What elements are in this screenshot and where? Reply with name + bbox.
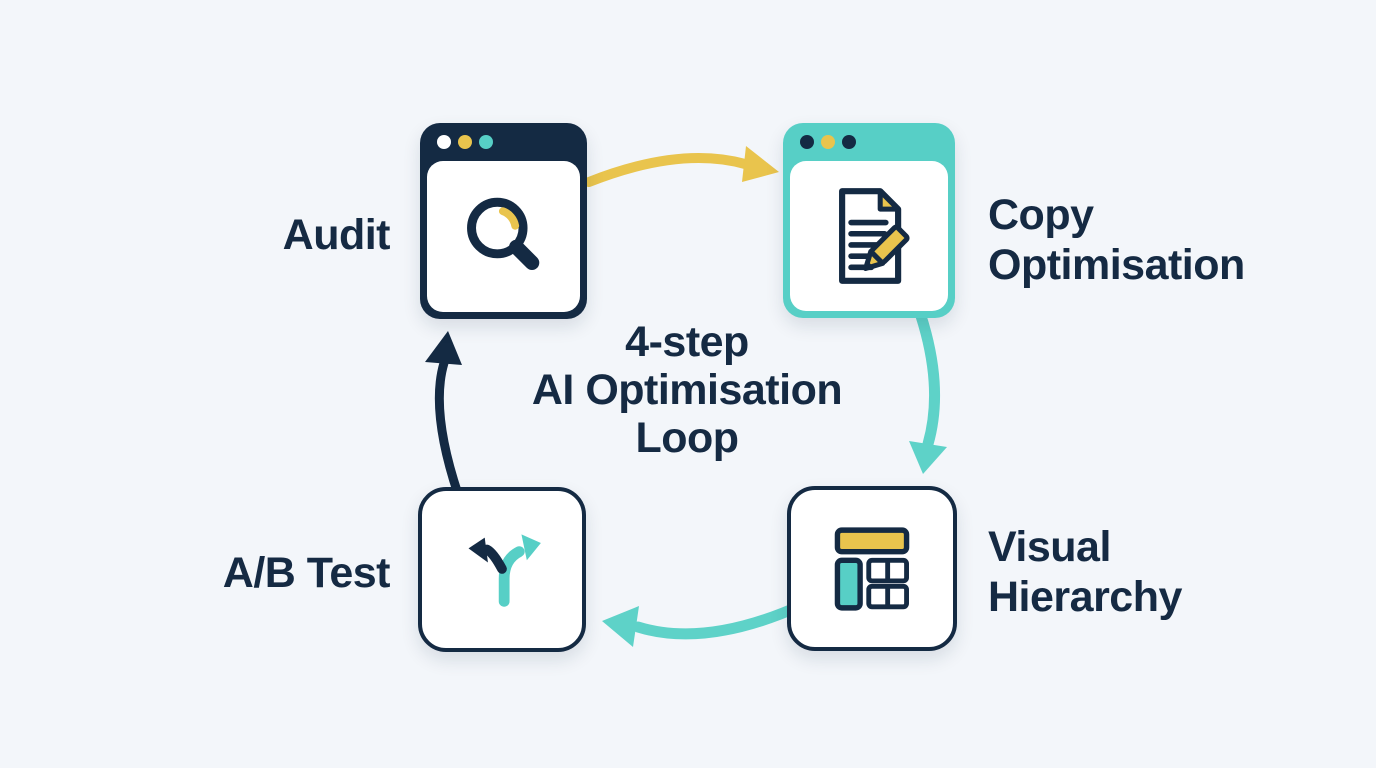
arrow-audit-to-copy — [584, 153, 750, 187]
arrowhead-abtest-to-audit — [425, 331, 462, 365]
visual-hierarchy-card — [787, 486, 957, 651]
arrowhead-audit-to-copy — [742, 146, 779, 182]
window-dot — [842, 135, 856, 149]
magnifier-icon — [466, 197, 539, 270]
arrowhead-visual-to-abtest — [602, 606, 639, 647]
copy-optimisation-card — [783, 123, 955, 318]
window-dot — [479, 135, 493, 149]
ab-test-label: A/B Test — [222, 549, 391, 597]
arrow-visual-to-abtest — [632, 599, 808, 640]
diagram-title-line: Loop — [635, 414, 739, 462]
audit-card — [420, 123, 587, 319]
window-dot — [458, 135, 472, 149]
arrow-copy-to-visual — [915, 310, 941, 450]
audit-window-body — [427, 161, 580, 312]
window-dot — [437, 135, 451, 149]
diagram-title-line: 4-step — [625, 318, 749, 366]
copy-window-body — [790, 161, 948, 311]
visual-hierarchy-label: Visual Hierarchy — [988, 523, 1182, 621]
diagram-title: 4-step AI Optimisation Loop — [462, 318, 912, 462]
window-dots — [800, 135, 856, 149]
audit-label: Audit — [282, 211, 391, 259]
layout-blocks-icon — [834, 526, 910, 611]
document-pencil-icon — [839, 188, 910, 284]
window-dot — [800, 135, 814, 149]
window-dots — [437, 135, 493, 149]
split-arrows-icon — [468, 533, 541, 607]
window-dot — [821, 135, 835, 149]
copy-optimisation-label: Copy Optimisation — [988, 191, 1245, 289]
arrowhead-copy-to-visual — [909, 441, 947, 474]
arrow-abtest-to-audit — [434, 358, 463, 499]
diagram-title-line: AI Optimisation — [531, 366, 843, 414]
ab-test-card — [418, 487, 586, 652]
